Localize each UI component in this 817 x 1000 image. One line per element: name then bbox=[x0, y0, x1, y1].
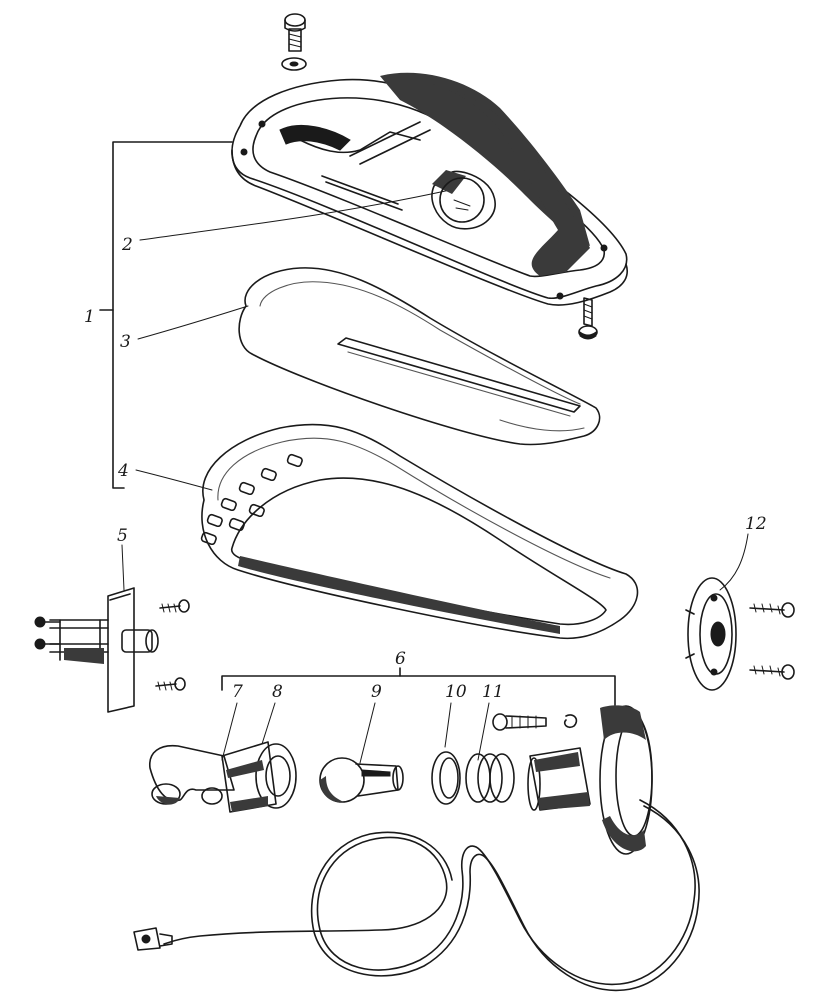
socket bbox=[685, 577, 795, 691]
callout-label-4: 4 bbox=[117, 461, 129, 481]
plug-assembly bbox=[149, 705, 653, 855]
housing-screw bbox=[578, 297, 598, 340]
diffuser-lens bbox=[238, 267, 601, 446]
part-9-bulb bbox=[319, 757, 404, 803]
top-screw bbox=[281, 13, 307, 71]
switch-screw-lower bbox=[155, 677, 186, 691]
plug-body bbox=[527, 747, 591, 811]
part-7-clip bbox=[149, 744, 235, 805]
cable-terminal bbox=[133, 927, 173, 951]
socket-screw-lower bbox=[749, 664, 795, 680]
callout-label-5: 5 bbox=[117, 526, 128, 546]
switch-screw-upper bbox=[159, 599, 190, 613]
cable bbox=[133, 799, 700, 992]
cover-vent-slots bbox=[200, 453, 303, 546]
callout-labels: 1 2 3 4 5 6 7 8 9 10 11 12 bbox=[84, 235, 767, 702]
bracket-1 bbox=[99, 141, 233, 489]
lamp-housing bbox=[231, 72, 628, 306]
switch bbox=[34, 587, 190, 713]
part-10-ring bbox=[431, 751, 461, 805]
callout-label-2: 2 bbox=[121, 235, 133, 255]
plug-screw bbox=[492, 713, 578, 731]
callout-label-12: 12 bbox=[745, 514, 767, 534]
leader-lines bbox=[121, 189, 749, 764]
callout-label-9: 9 bbox=[371, 682, 382, 702]
bracket-6 bbox=[221, 667, 616, 706]
callout-label-7: 7 bbox=[232, 682, 243, 702]
callout-label-10: 10 bbox=[445, 682, 467, 702]
callout-label-3: 3 bbox=[120, 332, 131, 352]
callout-label-1: 1 bbox=[84, 307, 95, 327]
callout-label-6: 6 bbox=[395, 649, 406, 669]
plug-cap bbox=[599, 705, 653, 855]
part-8-sleeve bbox=[221, 741, 297, 813]
outer-cover bbox=[200, 423, 639, 640]
bulb bbox=[431, 170, 496, 230]
callout-label-11: 11 bbox=[482, 682, 504, 702]
part-11-spring bbox=[465, 753, 515, 803]
socket-screw-upper bbox=[749, 602, 795, 618]
callout-label-8: 8 bbox=[272, 682, 283, 702]
